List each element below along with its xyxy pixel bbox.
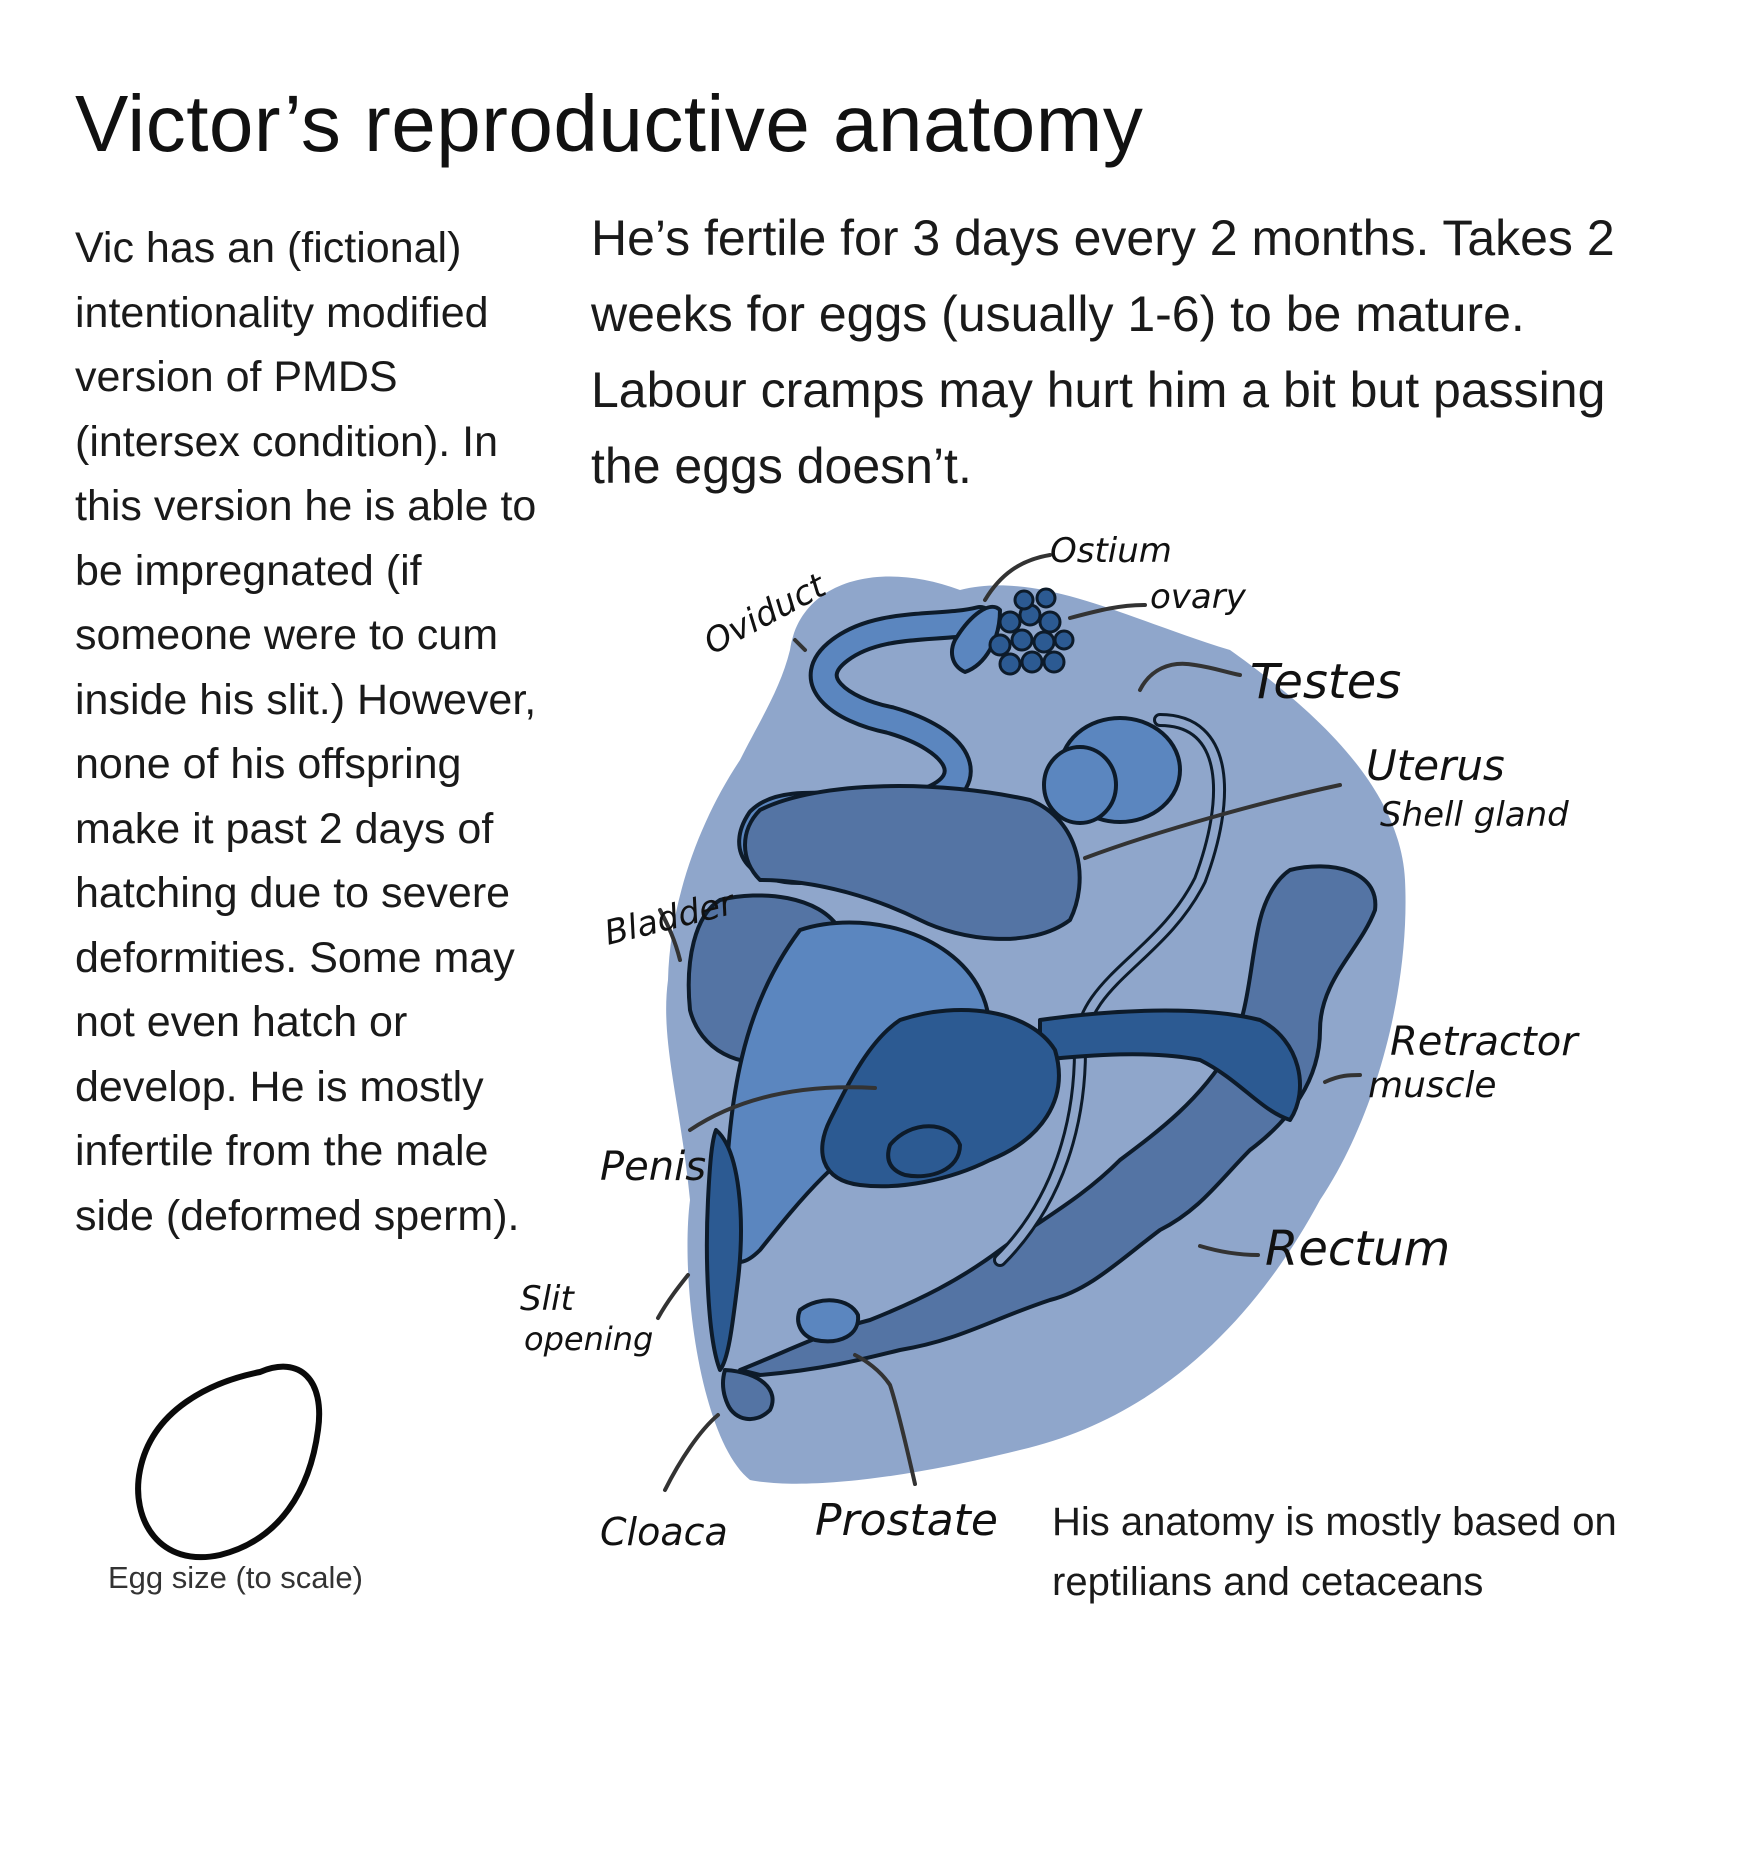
leader-slit: [656, 1273, 690, 1320]
leader-rectum: [1198, 1244, 1260, 1257]
uterus-shell-gland: [743, 784, 1082, 941]
leader-cloaca: [663, 1413, 720, 1492]
label-cloaca: Cloaca: [600, 1510, 728, 1554]
cloaca: [721, 1368, 775, 1421]
leader-ostium: [983, 553, 1052, 602]
label-retractor: Retractor: [1390, 1019, 1580, 1065]
leader-oviduct: [793, 638, 807, 652]
retractor-muscle: [1038, 1008, 1302, 1122]
label-uterus: Uterus: [1366, 741, 1505, 790]
anatomy-note: His anatomy is mostly based on reptilian…: [1052, 1500, 1617, 1604]
prostate: [796, 1298, 861, 1344]
label-prostate: Prostate: [815, 1495, 998, 1546]
label-slit: Slit: [520, 1279, 575, 1319]
page-title: Victor’s reproductive anatomy: [75, 79, 1144, 168]
testes-lobe: [1042, 745, 1118, 825]
leader-bladder: [658, 908, 682, 962]
vas-deferens-fill: [996, 716, 1223, 1264]
leader-retractor: [1323, 1073, 1362, 1084]
penis-tip: [886, 1124, 962, 1179]
label-rectum: Rectum: [1265, 1221, 1450, 1277]
label-ostium: Ostium: [1050, 531, 1172, 571]
rectum: [738, 864, 1378, 1377]
label-muscle: muscle: [1368, 1065, 1497, 1106]
egg-size-caption: Egg size (to scale): [108, 1560, 363, 1595]
leader-ovary: [1068, 603, 1147, 620]
ovary: [988, 587, 1075, 676]
label-penis: Penis: [600, 1144, 706, 1190]
leader-testes: [1138, 661, 1242, 692]
label-opening: opening: [524, 1320, 653, 1358]
penis: [820, 1008, 1061, 1189]
leader-prostate: [853, 1353, 917, 1486]
label-shell-gland: Shell gland: [1380, 795, 1569, 835]
leader-penis: [688, 1085, 877, 1132]
label-ovary: ovary: [1150, 577, 1247, 617]
egg-outline: [135, 1363, 323, 1560]
leader-uterus: [1083, 783, 1342, 860]
label-testes: Testes: [1250, 654, 1401, 710]
description-left: Vic has an (fictional) intentionality mo…: [75, 224, 537, 1240]
description-right: He’s fertile for 3 days every 2 months. …: [591, 210, 1615, 494]
slit-opening: [704, 1128, 743, 1372]
